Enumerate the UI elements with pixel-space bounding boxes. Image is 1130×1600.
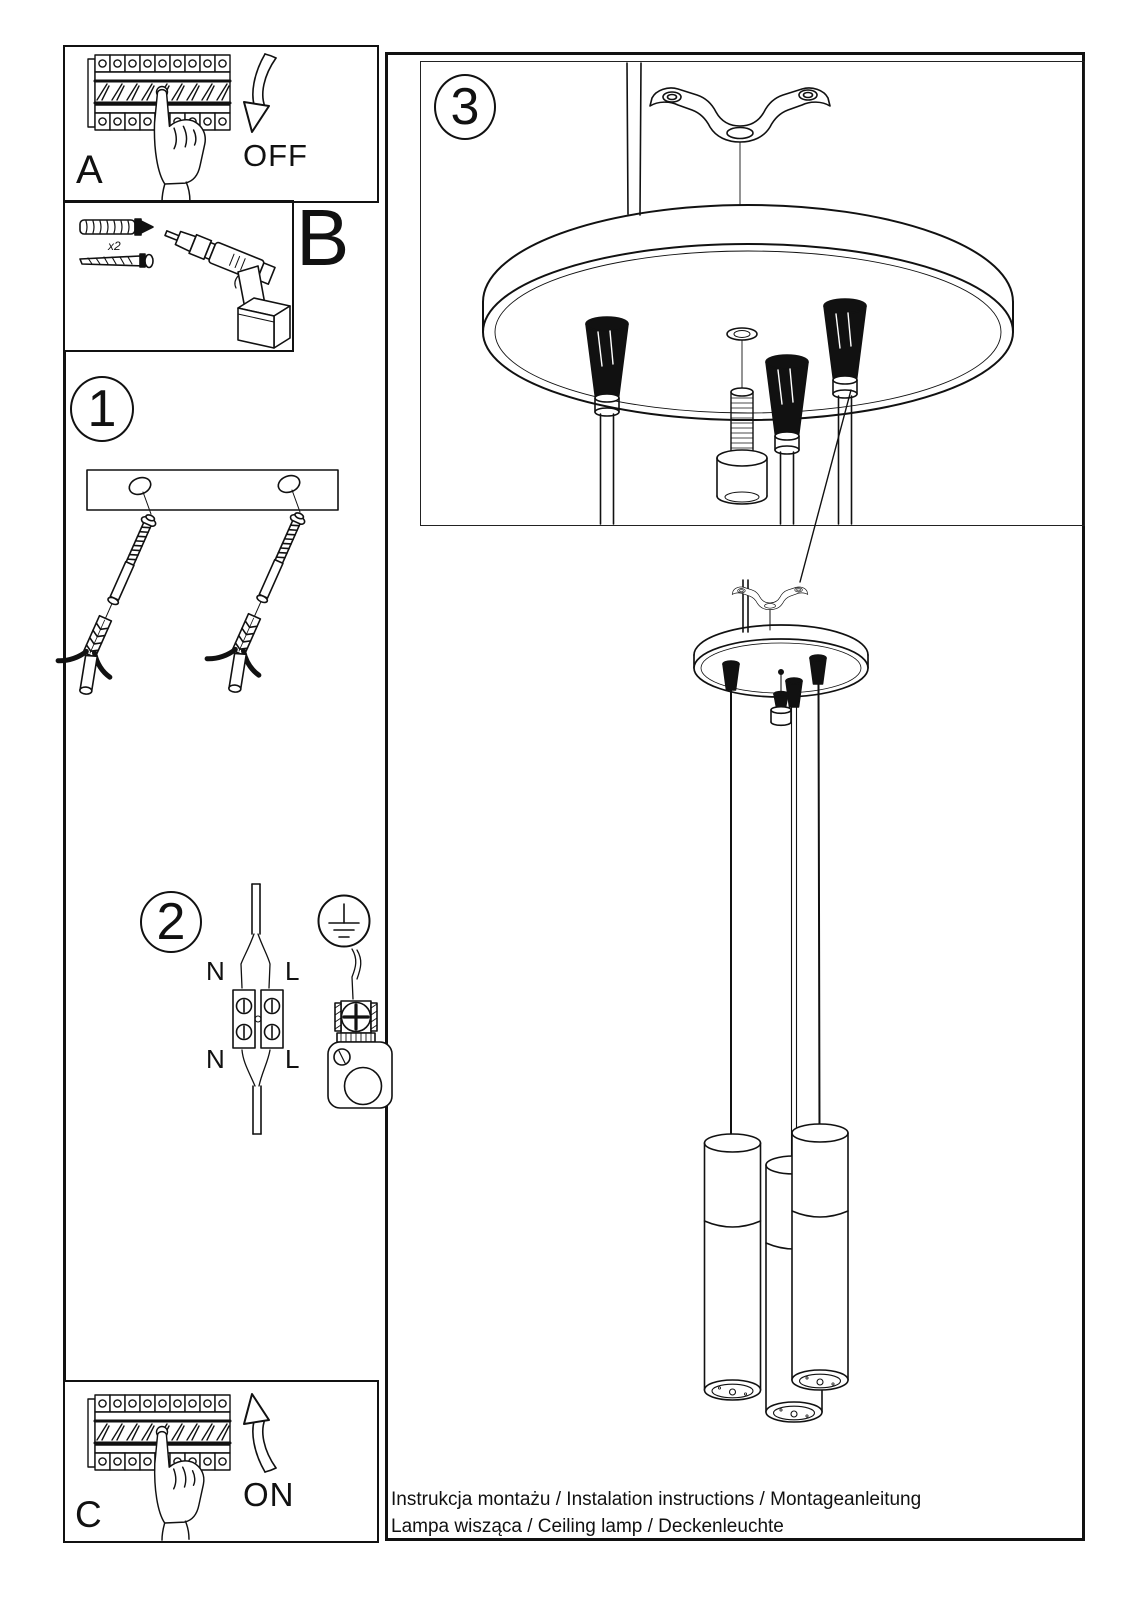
step-c-label: C xyxy=(75,1494,102,1535)
step-c-box xyxy=(63,1380,379,1543)
on-label: ON xyxy=(243,1476,295,1513)
step-3-detail-box xyxy=(420,61,1085,526)
step-3-badge: 3 xyxy=(434,74,496,140)
step-2-illustration xyxy=(232,883,393,1135)
wiring-terminal-illustration xyxy=(232,883,284,1135)
left-border-line xyxy=(63,350,66,1382)
caption-line-1: Instrukcja montażu / Instalation instruc… xyxy=(391,1489,922,1510)
wire-n-bottom-label: N xyxy=(206,1044,225,1074)
ground-clamp-illustration xyxy=(327,948,393,1109)
step-3-number: 3 xyxy=(450,78,480,136)
anchor-quantity-label: x2 xyxy=(108,239,121,253)
right-panel-box xyxy=(385,52,1085,1541)
off-label: OFF xyxy=(243,138,308,173)
step-a-box xyxy=(63,45,379,203)
step-1-illustration xyxy=(49,469,339,702)
step-2-number: 2 xyxy=(156,893,186,951)
wire-l-bottom-label: L xyxy=(285,1044,300,1074)
wire-n-top-label: N xyxy=(206,956,225,986)
step-a-label: A xyxy=(76,148,103,192)
wire-l-top-label: L xyxy=(285,956,300,986)
step-b-label: B xyxy=(296,193,350,282)
caption-line-2: Lampa wisząca / Ceiling lamp / Deckenleu… xyxy=(391,1516,784,1537)
step-1-badge: 1 xyxy=(70,376,134,442)
sheet-caption: Instrukcja montażu / Instalation instruc… xyxy=(391,1486,921,1540)
earth-ground-symbol-icon xyxy=(317,894,371,948)
step-2-badge: 2 xyxy=(140,891,202,953)
step-1-number: 1 xyxy=(87,380,117,438)
step-b-box xyxy=(63,200,294,352)
